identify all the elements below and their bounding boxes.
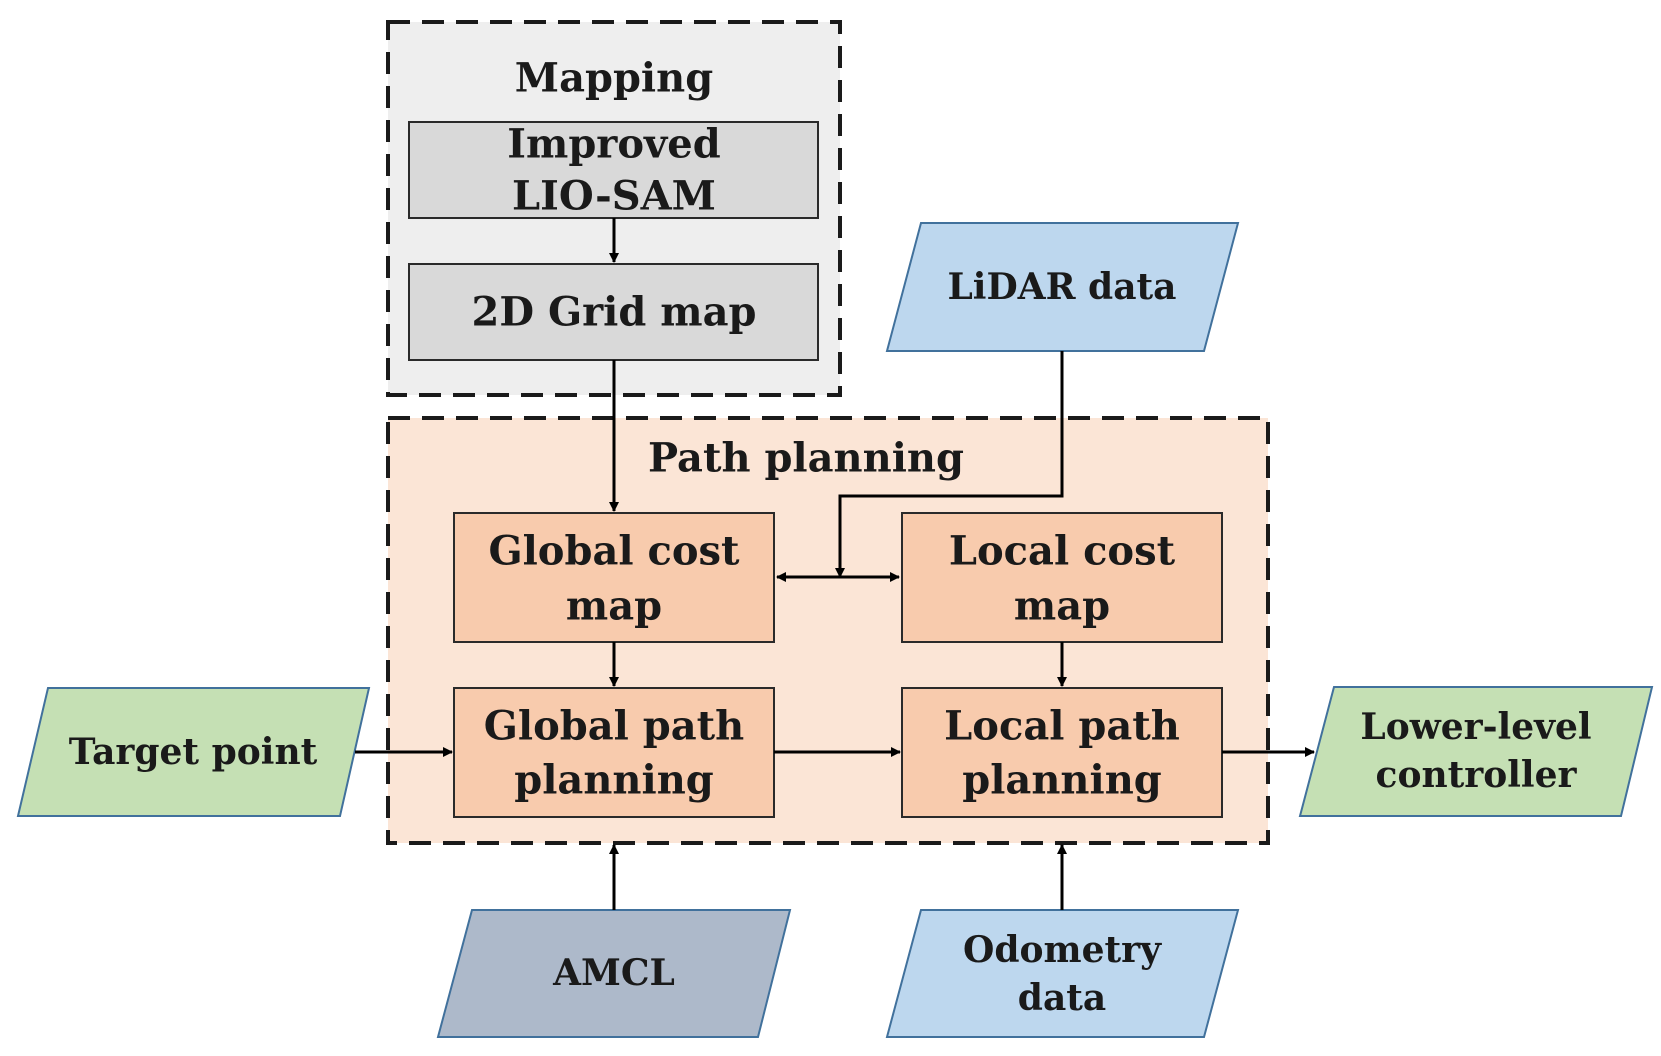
global-path-planning-line1: Global path xyxy=(484,703,745,750)
grid-map-box: 2D Grid map xyxy=(408,263,819,361)
local-cost-map-box: Local cost map xyxy=(901,512,1223,643)
global-path-planning-line2: planning xyxy=(514,757,714,804)
path-planning-title: Path planning xyxy=(648,435,964,482)
lower-level-controller-line1: Lower-level xyxy=(1360,706,1591,748)
arrow-lidar-to-cost-maps xyxy=(835,351,1064,578)
mapping-title: Mapping xyxy=(515,55,713,102)
local-cost-map-line2: map xyxy=(1014,583,1110,630)
target-point-input: Target point xyxy=(16,687,371,817)
improved-lio-sam-box: Improved LIO-SAM xyxy=(408,121,819,220)
amcl-label: AMCL xyxy=(552,952,675,994)
lower-level-controller-output: Lower-level controller xyxy=(1298,686,1654,817)
global-cost-map-box: Global cost map xyxy=(453,512,775,643)
odometry-data-line1: Odometry xyxy=(963,929,1162,971)
local-path-planning-line1: Local path xyxy=(944,703,1180,750)
global-cost-map-line1: Global cost xyxy=(488,528,740,575)
odometry-data-line2: data xyxy=(1018,977,1106,1019)
improved-lio-sam-line1: Improved xyxy=(507,121,720,168)
global-path-planning-box: Global path planning xyxy=(453,687,775,818)
lidar-data-label: LiDAR data xyxy=(947,266,1176,308)
amcl-input: AMCL xyxy=(436,909,792,1038)
improved-lio-sam-line2: LIO-SAM xyxy=(512,173,716,220)
lower-level-controller-line2: controller xyxy=(1376,754,1578,796)
local-path-planning-line2: planning xyxy=(962,757,1162,804)
connectors xyxy=(355,218,1315,910)
global-cost-map-line2: map xyxy=(566,583,662,630)
local-cost-map-line1: Local cost xyxy=(949,528,1176,575)
odometry-data-input: Odometry data xyxy=(885,909,1240,1038)
grid-map-label: 2D Grid map xyxy=(472,289,757,336)
local-path-planning-box: Local path planning xyxy=(901,687,1223,818)
lidar-data-input: LiDAR data xyxy=(885,222,1240,352)
target-point-label: Target point xyxy=(69,731,318,773)
